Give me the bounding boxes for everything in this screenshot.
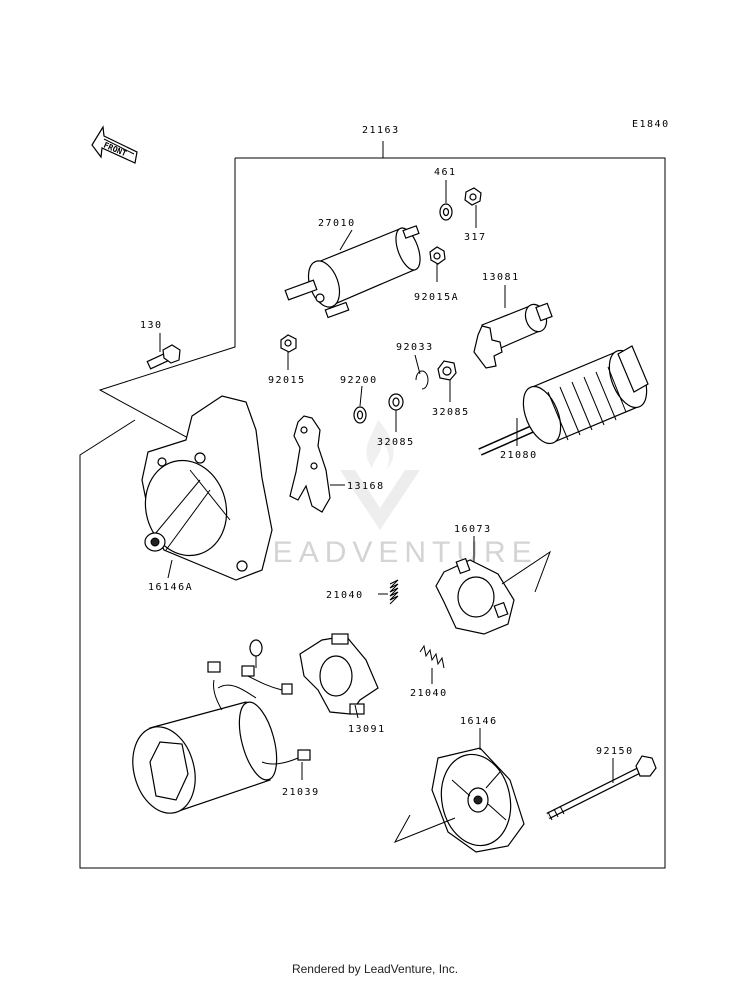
armature-21080 <box>478 345 649 456</box>
shift-lever-13168 <box>289 415 331 513</box>
snap-ring-92033 <box>415 370 429 390</box>
nut-317 <box>464 187 482 206</box>
brush-plate-16073 <box>435 557 515 635</box>
diagram-code: E1840 <box>632 119 670 130</box>
label-13091: 13091 <box>348 724 386 735</box>
label-16073: 16073 <box>454 524 492 535</box>
label-92033: 92033 <box>396 342 434 353</box>
bolt-130 <box>146 344 181 370</box>
label-16146: 16146 <box>460 716 498 727</box>
label-92150: 92150 <box>596 746 634 757</box>
nut-92015A <box>429 246 446 265</box>
label-32085-upper: 32085 <box>432 407 470 418</box>
label-92015: 92015 <box>268 375 306 386</box>
label-27010: 27010 <box>318 218 356 229</box>
pinion-gear-13081 <box>473 302 553 369</box>
label-317: 317 <box>464 232 487 243</box>
label-21163: 21163 <box>362 125 400 136</box>
label-130: 130 <box>140 320 163 331</box>
nut-92015 <box>280 334 297 353</box>
label-21080: 21080 <box>500 450 538 461</box>
label-461: 461 <box>434 167 457 178</box>
front-housing-16146A <box>141 395 273 581</box>
watermark-logo <box>340 420 420 530</box>
yoke-21039 <box>132 639 311 814</box>
spring-21040-lower <box>419 644 445 669</box>
washer-32085-lower <box>388 393 404 411</box>
solenoid-switch <box>284 225 421 319</box>
label-21040-upper: 21040 <box>326 590 364 601</box>
label-92015A: 92015A <box>414 292 459 303</box>
spring-21040-upper <box>389 579 399 605</box>
brush-holder-13091 <box>299 633 379 715</box>
washer-461 <box>439 203 453 221</box>
washer-32085-upper <box>437 360 457 381</box>
through-bolt-92150 <box>546 755 657 821</box>
front-arrow-icon: FRONT <box>91 125 138 164</box>
footer-credit: Rendered by LeadVenture, Inc. <box>291 962 459 976</box>
watermark-text: LEADVENTURE <box>250 536 538 569</box>
label-13168: 13168 <box>347 481 385 492</box>
label-13081: 13081 <box>482 272 520 283</box>
label-21040-lower: 21040 <box>410 688 448 699</box>
washer-92200 <box>353 406 367 424</box>
label-32085-lower: 32085 <box>377 437 415 448</box>
label-16146A: 16146A <box>148 582 193 593</box>
label-21039: 21039 <box>282 787 320 798</box>
label-92200: 92200 <box>340 375 378 386</box>
rear-cover-16146 <box>431 747 525 853</box>
